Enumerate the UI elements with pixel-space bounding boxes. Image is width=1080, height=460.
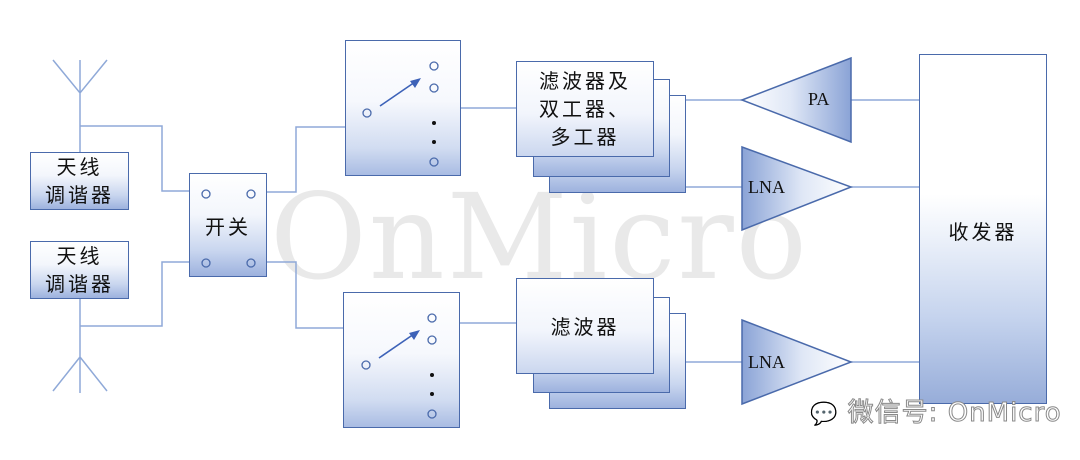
lna-bottom-amplifier-icon xyxy=(741,318,854,406)
transceiver-label: 收发器 xyxy=(948,220,1018,244)
pa-label: PA xyxy=(808,89,830,109)
wechat-icon: 💬 xyxy=(809,402,839,428)
wechat-id-text: 微信号: OnMicro xyxy=(847,398,1062,429)
antenna-tuner-bottom-line2: 调谐器 xyxy=(45,272,114,296)
switch-block: 开关 xyxy=(189,173,267,277)
filter-top-line1: 滤波器及 xyxy=(539,69,631,93)
spnt-switch-bottom-icon xyxy=(361,313,437,419)
pa-amplifier-icon xyxy=(739,56,852,144)
filter-duplexer-multiplexer: 滤波器及 双工器、 多工器 xyxy=(516,61,654,157)
filter-top-line3: 多工器 xyxy=(550,125,620,149)
antenna-tuner-top-line1: 天线 xyxy=(56,155,103,179)
transceiver-block: 收发器 xyxy=(919,54,1047,404)
filter-bottom-label: 滤波器 xyxy=(550,315,620,339)
top-antenna-icon xyxy=(52,59,108,153)
filter-bottom: 滤波器 xyxy=(516,278,654,374)
antenna-tuner-bottom-line1: 天线 xyxy=(56,244,103,268)
switch-contacts-icon xyxy=(201,189,256,268)
lna-top-label: LNA xyxy=(748,177,785,197)
antenna-tuner-bottom: 天线 调谐器 xyxy=(30,241,129,299)
filter-top-line2: 双工器、 xyxy=(539,97,631,121)
bottom-antenna-icon xyxy=(52,298,108,393)
spnt-switch-bottom xyxy=(343,292,460,428)
spnt-switch-top-icon xyxy=(362,61,439,167)
lna-top-amplifier-icon xyxy=(741,145,854,232)
switch-label: 开关 xyxy=(205,215,251,239)
wechat-watermark: 💬 微信号: OnMicro xyxy=(809,392,1062,429)
antenna-tuner-top: 天线 调谐器 xyxy=(30,152,129,210)
lna-bottom-label: LNA xyxy=(748,352,785,372)
spnt-switch-top xyxy=(345,40,461,176)
antenna-tuner-top-line2: 调谐器 xyxy=(45,183,114,207)
